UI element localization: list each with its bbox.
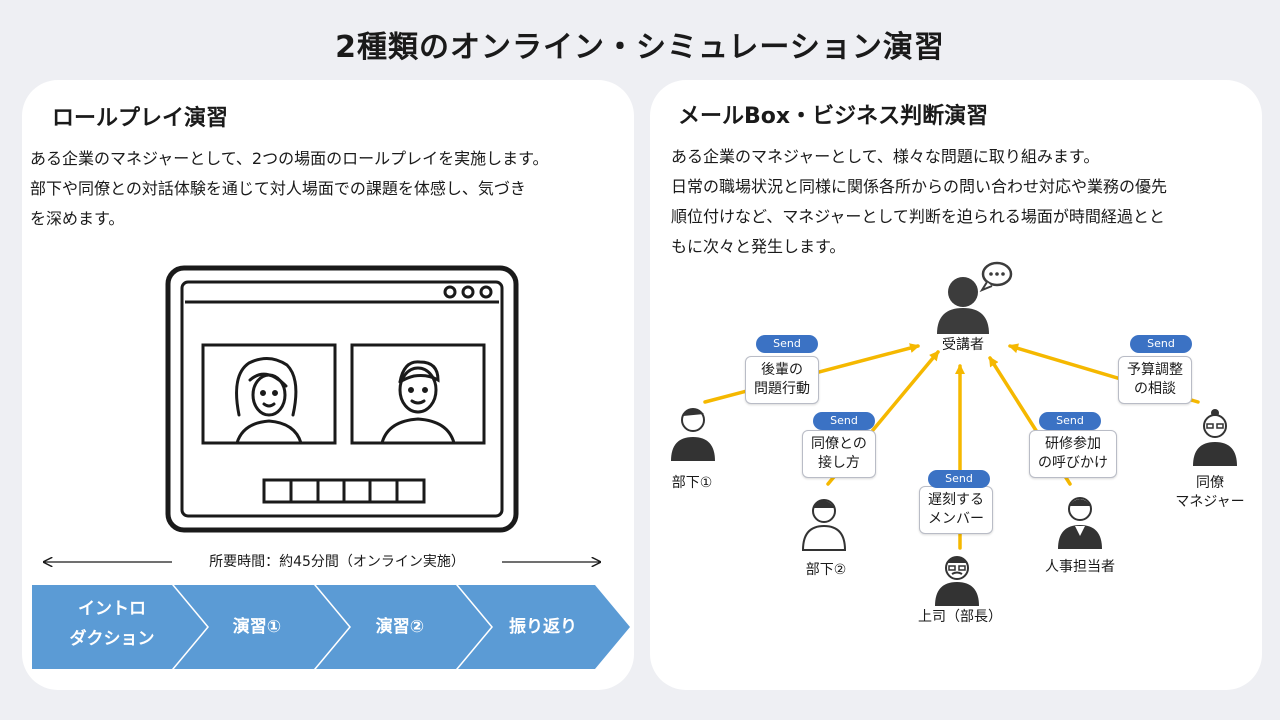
participant-frame-man <box>350 343 486 445</box>
step-exercise2-label: 演習② <box>375 617 425 637</box>
roleplay-desc-line: ある企業のマネジャーとして、2つの場面のロールプレイを実施します。 <box>30 149 549 168</box>
step-review-label: 振り返り <box>509 617 577 637</box>
roleplay-heading: ロールプレイ演習 <box>52 106 229 131</box>
message-network <box>671 261 1237 606</box>
message-box-peer: 予算調整の相談 <box>1118 356 1192 404</box>
participant-frame-woman <box>201 343 337 445</box>
roleplay-desc-line: 部下や同僚との対話体験を通じて対人場面での課題を体感し、気づき <box>30 179 526 198</box>
control-bar <box>262 478 426 504</box>
message-box-subordinate2: 同僚との接し方 <box>802 430 876 478</box>
step-chevron <box>316 585 491 669</box>
process-steps <box>32 585 630 669</box>
send-badge: Send <box>756 335 818 353</box>
step-chevron <box>32 585 207 669</box>
step-chevron <box>174 585 349 669</box>
message-box-hr: 研修参加の呼びかけ <box>1029 430 1117 478</box>
step-chevron <box>458 585 630 669</box>
mailbox-description: ある企業のマネジャーとして、様々な問題に取り組みます。 日常の職場状況と同様に関… <box>671 142 1259 262</box>
mailbox-desc-line: 順位付けなど、マネジャーとして判断を迫られる場面が時間経過とと <box>671 207 1165 226</box>
video-call-illustration <box>165 265 519 533</box>
roleplay-description: ある企業のマネジャーとして、2つの場面のロールプレイを実施します。 部下や同僚と… <box>30 144 634 234</box>
send-badge: Send <box>1130 335 1192 353</box>
subordinate1-label: 部下① <box>671 475 713 491</box>
mailbox-desc-line: 日常の職場状況と同様に関係各所からの問い合わせ対応や業務の優先 <box>671 177 1168 196</box>
roleplay-panel: ロールプレイ演習 ある企業のマネジャーとして、2つの場面のロールプレイを実施しま… <box>22 80 634 690</box>
speech-bubble-icon <box>979 261 1013 293</box>
send-badge: Send <box>813 412 875 430</box>
mailbox-desc-line: もに次々と発生します。 <box>671 237 846 256</box>
send-badge: Send <box>928 470 990 488</box>
window-dots-icon <box>443 285 493 299</box>
message-box-subordinate1: 後輩の問題行動 <box>745 356 819 404</box>
send-badge: Send <box>1039 412 1101 430</box>
peer-manager-label: 同僚 マネジャー <box>1175 475 1245 510</box>
message-box-boss: 遅刻するメンバー <box>919 486 993 534</box>
step-intro-label: イントロダクション <box>69 599 155 649</box>
mailbox-heading: メールBox・ビジネス判断演習 <box>678 104 989 129</box>
hr-staff-icon <box>1058 497 1102 549</box>
boss-icon <box>935 556 979 606</box>
mailbox-desc-line: ある企業のマネジャーとして、様々な問題に取り組みます。 <box>671 147 1100 166</box>
peer-manager-icon <box>1193 409 1237 466</box>
participant-label: 受講者 <box>942 337 984 353</box>
hr-label: 人事担当者 <box>1045 559 1115 575</box>
woman-avatar-icon <box>235 357 303 445</box>
mailbox-panel: メールBox・ビジネス判断演習 ある企業のマネジャーとして、様々な問題に取り組み… <box>650 80 1262 690</box>
participant-icon <box>937 277 989 334</box>
roleplay-desc-line: を深めます。 <box>30 209 125 228</box>
duration-label: 所要時間：約45分間（オンライン実施） <box>172 550 502 574</box>
man-avatar-icon <box>380 360 456 445</box>
step-exercise1-label: 演習① <box>232 617 282 637</box>
subordinate1-icon <box>671 408 715 461</box>
subordinate2-icon <box>801 499 847 551</box>
boss-label: 上司（部長） <box>918 609 1002 625</box>
page-title: 2種類のオンライン・シミュレーション演習 <box>335 30 945 65</box>
subordinate2-label: 部下② <box>805 562 847 578</box>
